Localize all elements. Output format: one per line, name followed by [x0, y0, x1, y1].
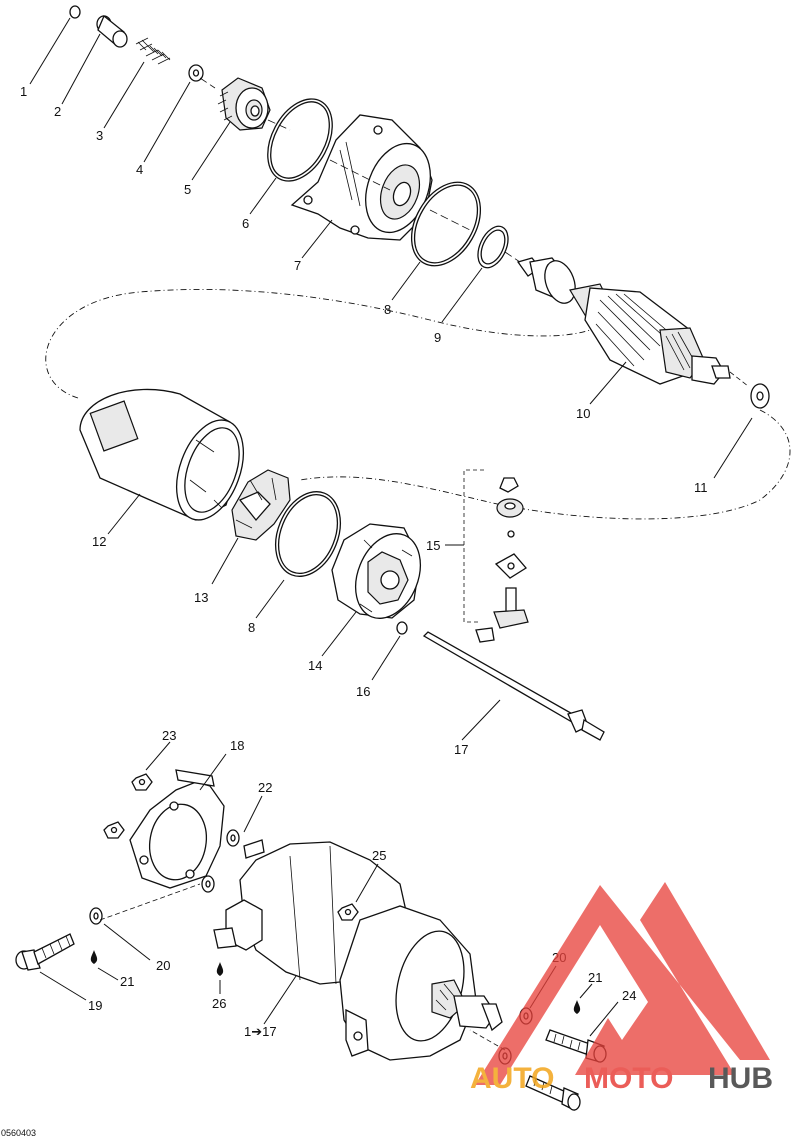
pinion-clutch-part	[217, 77, 271, 131]
callout-15: 15	[426, 538, 440, 553]
callout-4: 4	[136, 162, 143, 177]
callout-5: 5	[184, 182, 191, 197]
watermark-triangle-icon	[475, 882, 770, 1085]
callout-14: 14	[308, 658, 322, 673]
retaining-ring-part	[69, 5, 81, 19]
starter-motor-assembly-part	[213, 841, 503, 1061]
washer-part	[188, 64, 204, 82]
callout-10: 10	[576, 406, 590, 421]
nut-part	[337, 903, 359, 921]
terminal-kit-part	[445, 469, 529, 643]
thread-locker-drop-icon	[216, 962, 224, 976]
callout-17: 17	[454, 742, 468, 757]
callout-2: 2	[54, 104, 61, 119]
spring-part	[135, 37, 171, 65]
callout-12: 12	[92, 534, 106, 549]
callout-3: 3	[96, 128, 103, 143]
callout-11: 11	[694, 480, 708, 495]
washer-part	[89, 907, 103, 925]
small-o-ring-part	[396, 621, 408, 635]
bolt-part	[525, 1075, 581, 1111]
callout-13: 13	[194, 590, 208, 605]
armature-part	[516, 257, 749, 387]
leader-lines	[29, 17, 753, 1037]
washer-part	[201, 875, 215, 893]
callout-19: 19	[88, 998, 102, 1013]
callout-16: 16	[356, 684, 370, 699]
brush-plate-part	[231, 469, 291, 541]
nut-part	[103, 821, 125, 839]
callout-21-right: 21	[588, 970, 602, 985]
watermark-text-auto: AUTO	[470, 1062, 554, 1095]
callout-1-to-17: 1➔17	[244, 1024, 277, 1039]
callout-8-top: 8	[384, 302, 391, 317]
callout-9: 9	[434, 330, 441, 345]
callout-6: 6	[242, 216, 249, 231]
callout-21-left: 21	[120, 974, 134, 989]
bushing-part	[96, 14, 128, 48]
stud-part	[243, 839, 265, 859]
watermark-text-moto: MOTO	[584, 1062, 673, 1095]
callout-18: 18	[230, 738, 244, 753]
reference-code: 0560403	[1, 1128, 36, 1138]
washer-part	[226, 829, 240, 847]
end-cover-part	[331, 523, 421, 619]
thrust-washer-part	[477, 225, 509, 269]
watermark-logo: AUTO MOTO HUB	[470, 882, 773, 1095]
thread-locker-drop-icon	[90, 950, 98, 964]
yoke-housing-part	[79, 388, 244, 521]
nut-part	[131, 773, 153, 791]
callout-22: 22	[258, 780, 272, 795]
callout-8-middle: 8	[248, 620, 255, 635]
o-ring-part	[410, 181, 482, 267]
o-ring-part	[275, 491, 341, 577]
washer-part	[750, 383, 770, 409]
mounting-bracket-part	[129, 769, 225, 889]
watermark-text-hub: HUB	[708, 1062, 773, 1095]
callout-7: 7	[294, 258, 301, 273]
callout-24: 24	[622, 988, 636, 1003]
callout-25: 25	[372, 848, 386, 863]
o-ring-part	[267, 98, 333, 182]
callout-1: 1	[20, 84, 27, 99]
bolt-part	[15, 933, 75, 971]
thread-locker-drop-icon	[573, 1000, 581, 1014]
callout-26: 26	[212, 996, 226, 1011]
through-bolt-part	[422, 631, 605, 741]
callout-20-left: 20	[156, 958, 170, 973]
callout-23: 23	[162, 728, 176, 743]
drive-housing-part	[290, 114, 433, 241]
